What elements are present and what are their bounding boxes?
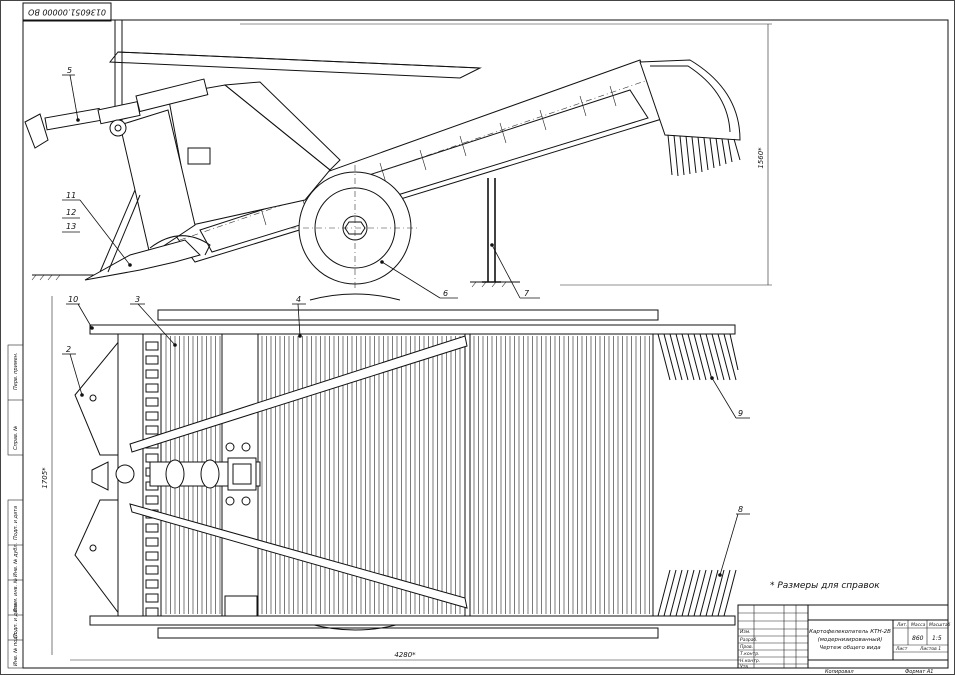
strip-label-3: Инв. № дубл. <box>13 543 19 577</box>
strip-label-2: Подп. и дата <box>13 506 19 540</box>
callout-10: 10 <box>68 295 78 304</box>
callout-11: 11 <box>66 191 76 200</box>
tb-row-tkontr: Т.контр. <box>740 651 760 657</box>
chain-link <box>145 579 159 589</box>
tb-mass-value: 860 <box>912 635 924 642</box>
width-dim-text: 1705* <box>41 467 49 489</box>
tb-sheet: Лист <box>895 646 908 652</box>
title-block: Изм. Разраб. Пров. Т.контр. Н.контр. Утв… <box>737 604 951 675</box>
strip-label-0: Перв. примен. <box>13 352 19 390</box>
tb-copied: Копировал <box>825 669 854 675</box>
tb-hdr-mass: Масса <box>911 622 926 628</box>
tb-hdr-scale: Масштаб <box>929 622 951 628</box>
chain-link <box>145 397 159 407</box>
left-strip: Перв. примен. Справ. № Подп. и дата Инв.… <box>7 344 24 669</box>
tb-title-1: Картофелекопатель КТН-2В <box>809 629 891 635</box>
callout-8: 8 <box>738 505 743 514</box>
designation-box: 0136051.00000 ВО <box>22 2 112 22</box>
tb-hdr-lit: Лит. <box>896 622 907 628</box>
side-view: 1560* <box>24 20 772 290</box>
strip-label-6: Инв. № подл. <box>13 632 19 667</box>
strip-label-4: Взам. инв. № <box>13 578 19 612</box>
callout-4: 4 <box>296 295 301 304</box>
callout-7: 7 <box>524 289 530 298</box>
chain-link <box>145 341 159 351</box>
strip-label-5: Подп. и дата <box>13 604 19 638</box>
tb-format: Формат А1 <box>905 669 933 675</box>
callouts: 5 11 12 13 6 7 10 3 4 2 9 8 <box>62 66 750 577</box>
chain-link <box>145 495 159 505</box>
chain-link <box>145 593 159 603</box>
chain-link <box>145 523 159 533</box>
elevator-web-2 <box>469 333 654 617</box>
drawing-frame <box>22 19 949 669</box>
callout-6: 6 <box>443 289 448 298</box>
tb-scale-value: 1:5 <box>932 635 942 642</box>
chain-link <box>145 355 159 365</box>
callout-13: 13 <box>66 222 76 231</box>
chain-link <box>145 411 159 421</box>
tb-title-2: (модернизированный) <box>818 637 883 643</box>
designation-text: 0136051.00000 ВО <box>28 8 106 17</box>
chain-link <box>145 425 159 435</box>
chain-link <box>145 565 159 575</box>
chain-link <box>145 537 159 547</box>
strip-label-1: Справ. № <box>13 426 19 450</box>
tb-sheets: Листов 1 <box>919 646 941 652</box>
tb-row-nkontr: Н.контр. <box>740 658 760 664</box>
tb-row-prov: Пров. <box>740 644 753 650</box>
length-dim-text: 4280* <box>394 651 416 659</box>
tb-title-3: Чертеж общего вида <box>819 645 881 651</box>
callout-5: 5 <box>67 66 72 75</box>
callout-3: 3 <box>135 295 140 304</box>
tb-row-izm: Изм. <box>740 629 751 635</box>
dimensions-note: * Размеры для справок <box>770 581 880 591</box>
chain-link <box>145 607 159 617</box>
callout-12: 12 <box>66 208 76 217</box>
chain-link <box>145 383 159 393</box>
plan-view: 1705* 4280* <box>41 293 740 661</box>
callout-2: 2 <box>66 345 71 354</box>
tb-row-utv: Утв. <box>740 664 749 670</box>
chain-link <box>145 551 159 561</box>
callout-9: 9 <box>738 409 743 418</box>
height-dim-text: 1560* <box>757 147 765 169</box>
chain-link <box>145 369 159 379</box>
tb-row-razrab: Разраб. <box>740 637 758 643</box>
